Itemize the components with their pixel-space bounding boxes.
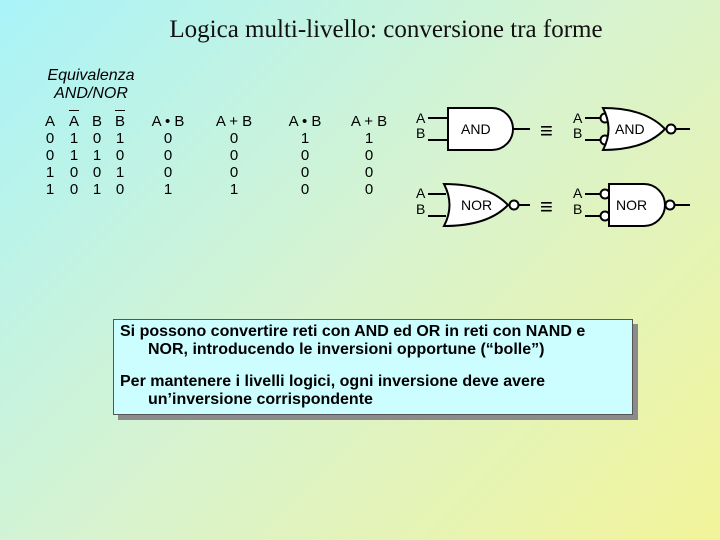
table-cell: 0 [364, 164, 374, 181]
table-header: B [91, 113, 102, 130]
inversion-bubble [665, 123, 677, 135]
gate-input-label: B [573, 201, 582, 217]
table-header: A • B [151, 113, 185, 130]
slide-title: Logica multi-livello: conversione tra fo… [169, 16, 603, 43]
truth-table-col-b: B 0 1 0 1 [88, 113, 106, 198]
table-cell: 0 [92, 130, 102, 147]
table-cell: 0 [69, 164, 79, 181]
table-cell: 1 [300, 130, 310, 147]
table-cell: 1 [163, 181, 173, 198]
table-cell: 0 [163, 164, 173, 181]
table-cell: 0 [364, 147, 374, 164]
table-cell: 0 [300, 181, 310, 198]
gate-input-label: A [416, 110, 426, 126]
equivalence-symbol: ≡ [540, 194, 553, 219]
truth-table-col-not-b: B 1 0 1 0 [111, 110, 129, 198]
table-cell: 0 [229, 164, 239, 181]
table-cell: 0 [69, 181, 79, 198]
table-cell: 1 [115, 164, 125, 181]
and-gate-inverted-inputs: A B NOR [573, 183, 690, 227]
gate-type-label: NOR [616, 197, 647, 213]
table-cell: 0 [364, 181, 374, 198]
nor-gate: A B NOR [416, 182, 530, 228]
table-cell: 1 [69, 130, 79, 147]
table-cell: 1 [115, 130, 125, 147]
table-cell: 0 [229, 147, 239, 164]
equivalence-symbol: ≡ [540, 118, 553, 143]
table-cell: 0 [92, 164, 102, 181]
table-header: A • B [288, 113, 322, 130]
table-cell: 0 [45, 130, 55, 147]
table-cell: 0 [163, 130, 173, 147]
table-cell: 1 [229, 181, 239, 198]
note-paragraph: Per mantenere i livelli logici, ogni inv… [120, 373, 546, 408]
truth-table-col-and: A • B 0 0 0 1 [140, 113, 196, 198]
table-cell: 0 [45, 147, 55, 164]
table-cell: 0 [229, 130, 239, 147]
gate-input-label: A [416, 185, 426, 201]
table-cell: 1 [45, 181, 55, 198]
subtitle: Equivalenza AND/NOR [47, 67, 135, 102]
table-cell: 1 [92, 147, 102, 164]
table-cell: 0 [300, 147, 310, 164]
note-paragraph: Si possono convertire reti con AND ed OR… [120, 323, 586, 358]
nor-gate-inverted-inputs: A B AND [573, 106, 690, 152]
table-header: A [65, 110, 83, 130]
gate-type-label: NOR [461, 197, 492, 213]
table-cell: 0 [115, 181, 125, 198]
gate-input-label: A [573, 185, 583, 201]
gate-type-label: AND [461, 121, 491, 137]
truth-table-col-nand-form: A • B 1 0 0 0 [277, 113, 333, 198]
table-header: A + B [350, 113, 388, 130]
table-cell: 1 [92, 181, 102, 198]
truth-table-col-not-a: A 1 1 0 0 [65, 110, 83, 198]
gate-diagrams: A B AND ≡ A B AND A B NOR ≡ A B [416, 106, 690, 228]
gate-type-label: AND [615, 121, 645, 137]
table-header: A [44, 113, 55, 130]
truth-table-col-a: A 0 0 1 1 [41, 113, 59, 198]
gate-input-label: A [573, 110, 583, 126]
table-cell: 0 [115, 147, 125, 164]
inversion-bubble [664, 199, 676, 211]
gate-input-label: B [416, 125, 425, 141]
table-cell: 1 [45, 164, 55, 181]
table-cell: 1 [69, 147, 79, 164]
truth-table-col-or: A + B 0 0 0 1 [206, 113, 262, 198]
table-cell: 0 [300, 164, 310, 181]
table-cell: 0 [163, 147, 173, 164]
inversion-bubble [508, 199, 520, 211]
table-header: A + B [215, 113, 253, 130]
truth-table-col-nor-form: A + B 1 0 0 0 [341, 113, 397, 198]
gate-input-label: B [573, 125, 582, 141]
gate-input-label: B [416, 201, 425, 217]
table-header: B [111, 110, 129, 130]
and-gate: A B AND [416, 107, 530, 151]
note-box: Si possono convertire reti con AND ed OR… [113, 319, 633, 415]
table-cell: 1 [364, 130, 374, 147]
